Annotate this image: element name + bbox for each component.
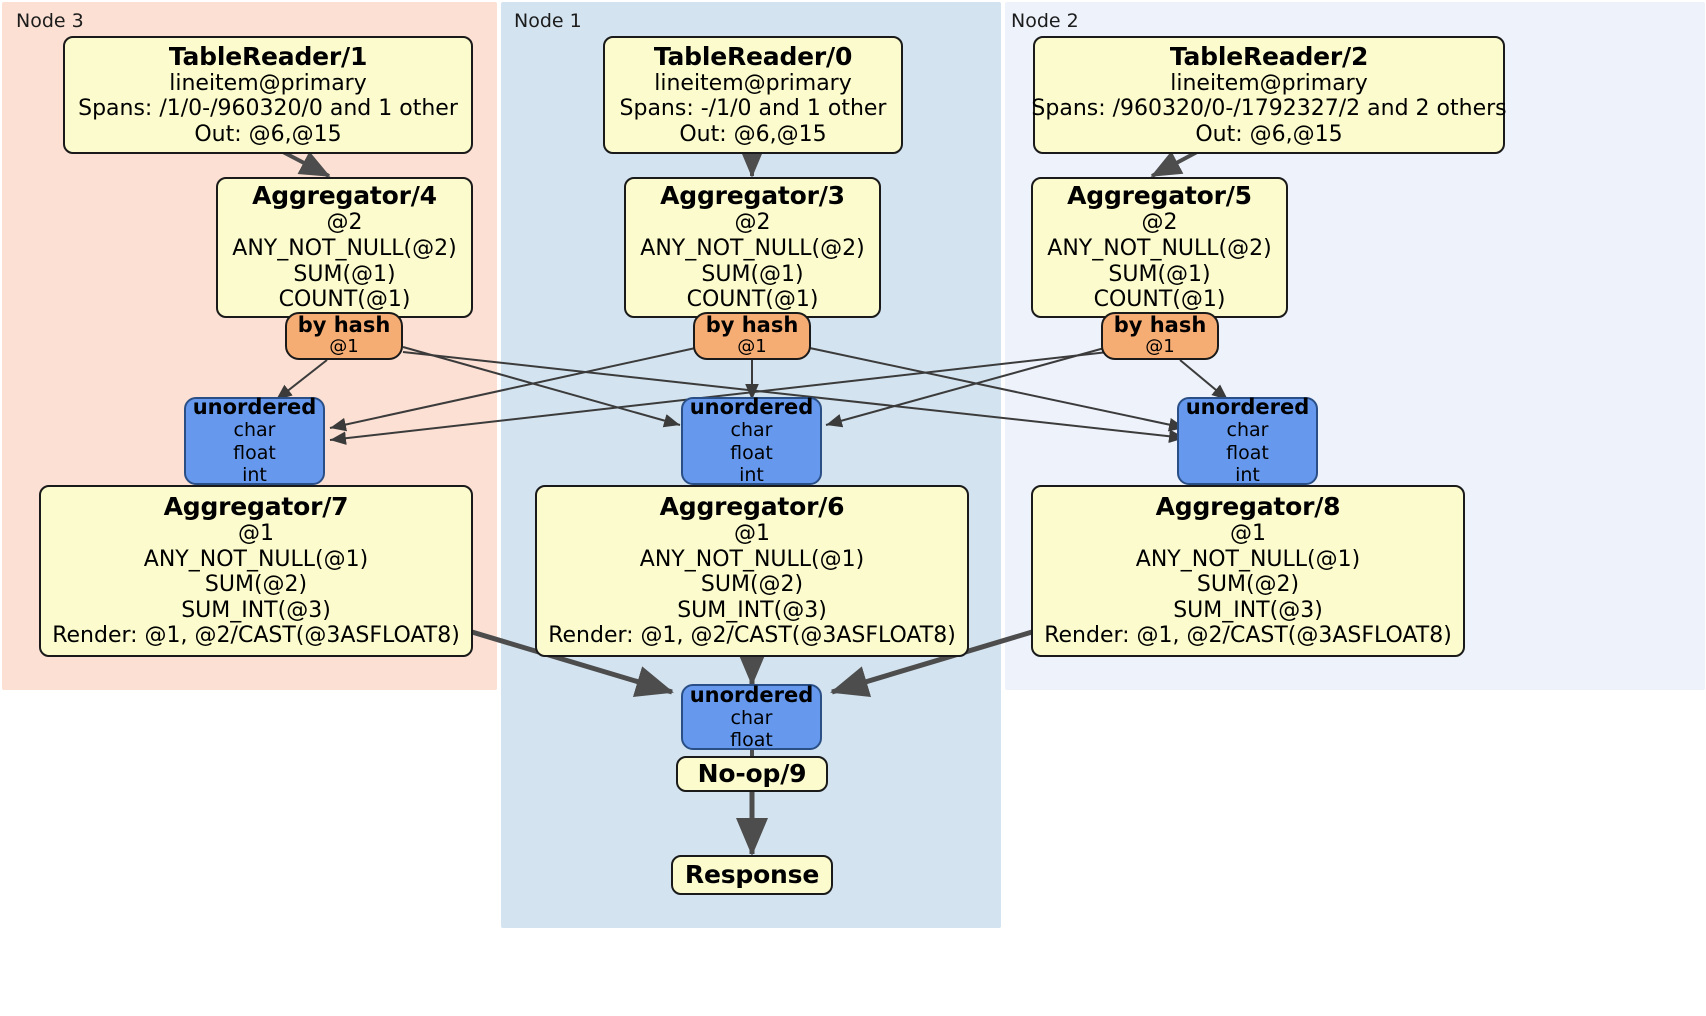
processor-aggregator-3[interactable]: Aggregator/3 @2 ANY_NOT_NULL(@2) SUM(@1)… [624,177,881,318]
processor-aggregator-4[interactable]: Aggregator/4 @2 ANY_NOT_NULL(@2) SUM(@1)… [216,177,473,318]
sync-line: float [730,729,773,752]
processor-line: Render: @1, @2/CAST(@3ASFLOAT8) [1044,623,1452,649]
processor-line: SUM_INT(@3) [181,597,331,623]
processor-line: ANY_NOT_NULL(@2) [1047,235,1272,261]
processor-line: lineitem@primary [1170,70,1368,96]
processor-line: SUM(@1) [293,261,396,287]
processor-title: Aggregator/5 [1067,181,1252,211]
processor-tablereader-1[interactable]: TableReader/1 lineitem@primary Spans: /1… [63,36,473,154]
processor-line: @1 [1230,521,1266,547]
synchronizer-unordered-aggregator-7[interactable]: unordered char float int [184,395,325,487]
synchronizer-unordered-aggregator-6[interactable]: unordered char float int [681,395,822,487]
router-detail: @1 [329,336,359,358]
sync-line: char [730,706,773,729]
processor-aggregator-5[interactable]: Aggregator/5 @2 ANY_NOT_NULL(@2) SUM(@1)… [1031,177,1288,318]
sync-line: char [233,419,276,442]
processor-aggregator-8[interactable]: Aggregator/8 @1 ANY_NOT_NULL(@1) SUM(@2)… [1031,485,1465,657]
processor-line: SUM(@1) [701,261,804,287]
processor-tablereader-0[interactable]: TableReader/0 lineitem@primary Spans: -/… [603,36,903,154]
processor-line: SUM(@2) [700,572,804,598]
processor-line: @2 [326,210,363,236]
processor-noop-9[interactable]: No-op/9 [676,756,828,792]
processor-line: SUM_INT(@3) [677,597,827,623]
processor-line: @1 [238,521,274,547]
sync-line: int [739,464,764,487]
processor-line: SUM_INT(@3) [1173,597,1323,623]
processor-line: ANY_NOT_NULL(@1) [639,546,865,572]
processor-title: Aggregator/4 [252,181,437,211]
processor-line: Render: @1, @2/CAST(@3ASFLOAT8) [548,623,956,649]
processor-line: Spans: /960320/0-/1792327/2 and 2 others [1031,96,1507,122]
router-detail: @1 [1145,336,1175,358]
processor-title: TableReader/0 [653,41,853,71]
sync-line: float [730,441,773,464]
processor-line: lineitem@primary [169,70,367,96]
sync-line: int [1235,464,1260,487]
router-title: by hash [297,313,391,338]
sync-title: unordered [192,395,317,420]
sync-line: char [1226,419,1269,442]
processor-title: Aggregator/3 [660,181,845,211]
router-by-hash-aggregator-5[interactable]: by hash @1 [1101,312,1219,360]
processor-line: Spans: -/1/0 and 1 other [619,96,887,122]
processor-title: Aggregator/7 [163,492,349,522]
processor-line: COUNT(@1) [278,287,411,313]
processor-title: TableReader/2 [1169,41,1369,71]
router-title: by hash [1113,313,1207,338]
router-detail: @1 [737,336,767,358]
sync-line: float [233,441,276,464]
processor-line: Out: @6,@15 [679,121,827,147]
processor-title: TableReader/1 [168,41,368,71]
synchronizer-unordered-final[interactable]: unordered char float [681,682,822,752]
processor-line: Out: @6,@15 [1195,121,1343,147]
processor-title: No-op/9 [697,759,807,788]
node-label-node2: Node 2 [1011,10,1079,32]
processor-line: Out: @6,@15 [194,121,342,147]
processor-line: @2 [734,210,771,236]
processor-line: ANY_NOT_NULL(@1) [1135,546,1361,572]
processor-line: SUM(@1) [1108,261,1211,287]
processor-line: @1 [734,521,770,547]
sync-title: unordered [689,395,814,420]
synchronizer-unordered-aggregator-8[interactable]: unordered char float int [1177,395,1318,487]
processor-line: COUNT(@1) [686,287,819,313]
processor-title: Aggregator/6 [659,492,845,522]
processor-response[interactable]: Response [671,855,833,895]
sync-line: int [242,464,267,487]
router-title: by hash [705,313,799,338]
processor-title: Response [684,860,820,889]
router-by-hash-aggregator-4[interactable]: by hash @1 [285,312,403,360]
processor-line: ANY_NOT_NULL(@2) [232,235,457,261]
processor-line: SUM(@2) [1196,572,1300,598]
processor-line: @2 [1141,210,1178,236]
processor-line: COUNT(@1) [1093,287,1226,313]
sync-line: float [1226,441,1269,464]
processor-aggregator-7[interactable]: Aggregator/7 @1 ANY_NOT_NULL(@1) SUM(@2)… [39,485,473,657]
sync-line: char [730,419,773,442]
processor-line: ANY_NOT_NULL(@1) [143,546,369,572]
node-label-node1: Node 1 [514,10,582,32]
node-label-node3: Node 3 [16,10,84,32]
processor-tablereader-2[interactable]: TableReader/2 lineitem@primary Spans: /9… [1031,36,1507,154]
processor-line: Spans: /1/0-/960320/0 and 1 other [78,96,458,122]
processor-line: Render: @1, @2/CAST(@3ASFLOAT8) [52,623,460,649]
processor-line: SUM(@2) [204,572,308,598]
sync-title: unordered [689,682,814,707]
processor-line: lineitem@primary [654,70,852,96]
processor-aggregator-6[interactable]: Aggregator/6 @1 ANY_NOT_NULL(@1) SUM(@2)… [535,485,969,657]
processor-line: ANY_NOT_NULL(@2) [640,235,865,261]
router-by-hash-aggregator-3[interactable]: by hash @1 [693,312,811,360]
sync-title: unordered [1185,395,1310,420]
processor-title: Aggregator/8 [1155,492,1341,522]
